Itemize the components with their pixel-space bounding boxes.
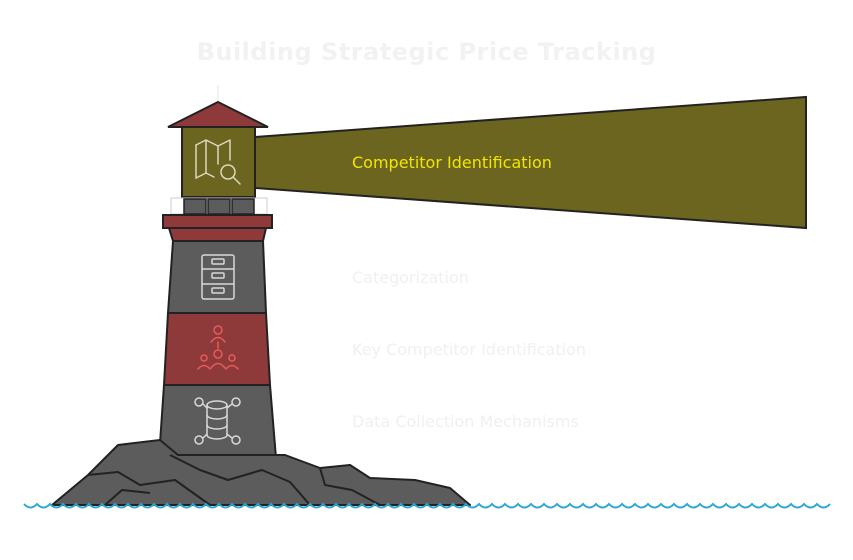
lighthouse-deck <box>162 214 273 229</box>
people-hierarchy-icon <box>197 325 239 370</box>
lighthouse-gallery-window <box>231 198 255 215</box>
tower-section-2 <box>162 312 272 386</box>
beam-label: Competitor Identification <box>352 153 552 172</box>
lighthouse-gallery-window <box>207 198 231 215</box>
water-waves <box>23 502 831 509</box>
tower-section-1 <box>166 240 268 314</box>
lighthouse-collar <box>167 227 268 242</box>
database-network-icon <box>194 397 241 445</box>
rocks <box>51 439 471 506</box>
section-label-data-collection: Data Collection Mechanisms <box>352 412 579 431</box>
page-title: Building Strategic Price Tracking <box>196 38 657 66</box>
map-search-icon <box>195 139 241 185</box>
tower-section-3 <box>157 384 278 459</box>
lighthouse-roof <box>167 100 269 128</box>
file-cabinet-icon <box>201 254 235 300</box>
lighthouse-gallery-window <box>183 198 207 215</box>
section-label-categorization: Categorization <box>352 268 469 287</box>
section-label-key-competitor: Key Competitor Identification <box>352 340 586 359</box>
